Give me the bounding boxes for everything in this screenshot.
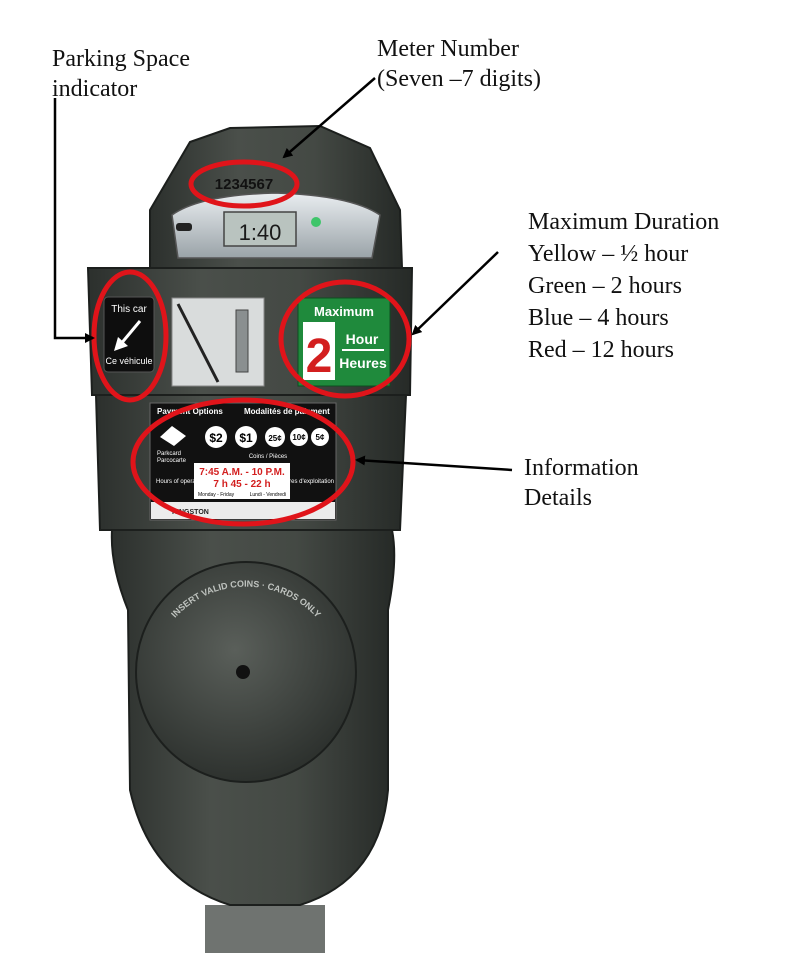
meter-pole bbox=[205, 905, 325, 953]
callout-meter-number-line2: (Seven –7 digits) bbox=[377, 66, 541, 92]
callout-parking-space: Parking Space indicator bbox=[52, 44, 190, 104]
coin-icon bbox=[205, 426, 227, 448]
coin-label: 10¢ bbox=[292, 433, 306, 442]
coin-icons: $2 $1 25¢ 10¢ 5¢ bbox=[205, 426, 329, 448]
duration-item: Blue – 4 hours bbox=[528, 305, 669, 331]
callout-max-duration-title: Maximum Duration bbox=[528, 209, 720, 235]
max-sign-number-bg bbox=[303, 322, 335, 380]
coins-label: Coins / Pièces bbox=[249, 454, 287, 460]
parkcard-label-fr: Parcocarte bbox=[157, 458, 187, 464]
meter-number: 1234567 bbox=[215, 176, 273, 193]
parkcard-icon bbox=[160, 426, 186, 446]
duration-item: Green – 2 hours bbox=[528, 273, 682, 299]
hours-time-fr: 7 h 45 - 22 h bbox=[213, 479, 270, 490]
arrow-space-indicator bbox=[53, 98, 95, 343]
sensor-dots bbox=[176, 223, 192, 231]
space-sign-bottom: Ce véhicule bbox=[105, 356, 152, 366]
display-time: 1:40 bbox=[239, 220, 282, 245]
coin-label: $1 bbox=[239, 431, 253, 445]
card-slot bbox=[235, 309, 249, 373]
hours-label-fr: Heures d'exploitation bbox=[278, 479, 334, 485]
coin-icon bbox=[311, 428, 329, 446]
parkcard-label-en: Parkcard bbox=[157, 451, 181, 457]
card-slot-stripe bbox=[176, 303, 220, 383]
highlight-info-details bbox=[130, 397, 356, 527]
coin-label: 5¢ bbox=[316, 433, 325, 442]
payment-options-en: Payment Options bbox=[157, 407, 223, 416]
info-panel bbox=[149, 402, 337, 521]
hours-days-fr: Lundi - Vendredi bbox=[250, 492, 286, 498]
indicator-light bbox=[311, 217, 321, 227]
callout-information-line1: Information bbox=[524, 455, 639, 481]
space-sign-arrow bbox=[118, 320, 142, 346]
max-sign-hours: 2 bbox=[306, 330, 333, 383]
max-sign-unit-en: Hour bbox=[346, 331, 379, 347]
callout-parking-space-line2: indicator bbox=[52, 76, 138, 102]
callout-information-line2: Details bbox=[524, 485, 592, 511]
coin-icon bbox=[265, 427, 285, 447]
hours-box bbox=[194, 463, 290, 499]
space-sign-top: This car bbox=[111, 304, 147, 315]
max-sign-unit-fr: Heures bbox=[339, 355, 387, 371]
arrow-info-details bbox=[355, 455, 513, 472]
callout-meter-number-line1: Meter Number bbox=[377, 36, 519, 62]
duration-item: Yellow – ½ hour bbox=[528, 241, 689, 267]
card-slot-panel bbox=[171, 297, 265, 387]
city-logo: KINGSTON bbox=[172, 509, 209, 516]
callout-parking-space-line1: Parking Space bbox=[52, 46, 190, 72]
coin-icon bbox=[235, 426, 257, 448]
hours-label-en: Hours of operation bbox=[156, 479, 205, 485]
callout-max-duration: Maximum Duration Yellow – ½ hour Green –… bbox=[528, 206, 719, 366]
callout-meter-number: Meter Number (Seven –7 digits) bbox=[377, 34, 541, 94]
arrow-meter-number bbox=[282, 77, 376, 159]
info-footer bbox=[151, 502, 335, 519]
callout-information: Information Details bbox=[524, 453, 639, 513]
key-hole bbox=[236, 665, 250, 679]
hours-days-en: Monday - Friday bbox=[198, 492, 235, 498]
coin-label: 25¢ bbox=[268, 434, 282, 443]
highlight-meter-number bbox=[188, 159, 300, 209]
duration-item: Red – 12 hours bbox=[528, 337, 674, 363]
coin-icon bbox=[290, 428, 308, 446]
payment-options-fr: Modalités de paiement bbox=[244, 407, 330, 416]
space-sign-arrowhead bbox=[114, 337, 128, 351]
display-screen bbox=[223, 211, 297, 247]
coin-label: $2 bbox=[209, 431, 223, 445]
hours-time-en: 7:45 A.M. - 10 P.M. bbox=[199, 467, 285, 478]
max-sign-header: Maximum bbox=[314, 304, 374, 319]
highlight-max-duration bbox=[278, 279, 412, 399]
arrow-max-duration bbox=[411, 251, 499, 336]
